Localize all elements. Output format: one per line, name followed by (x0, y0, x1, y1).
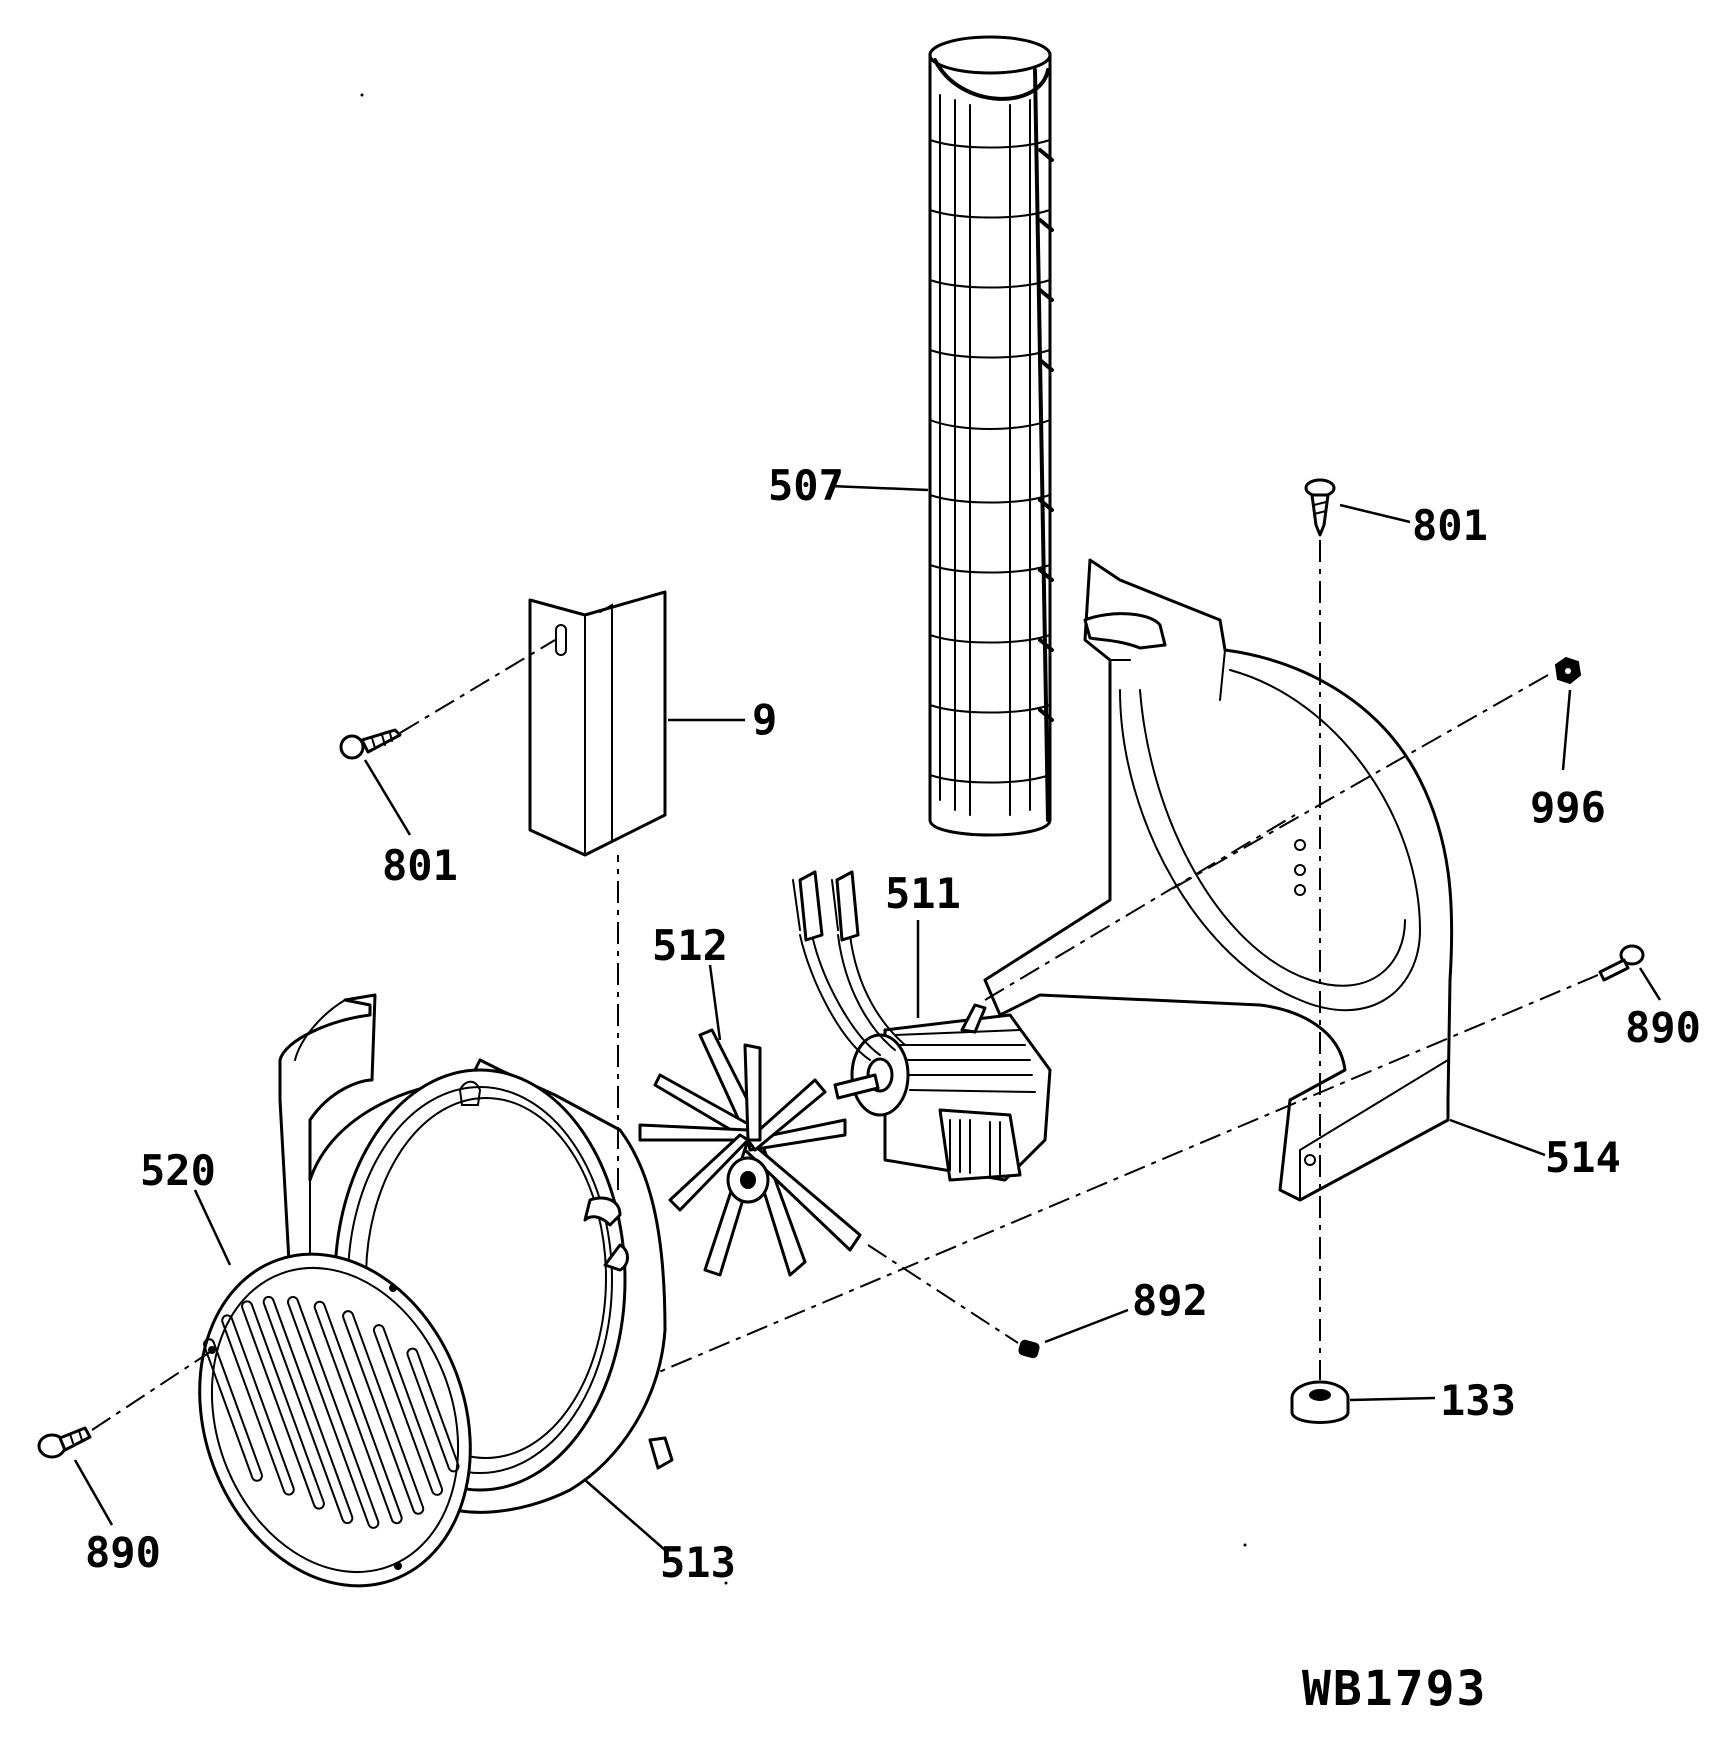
callout-9: 9 (752, 695, 777, 744)
screw-801-top (1304, 478, 1336, 537)
callout-507: 507 (768, 461, 844, 510)
setscrew-892 (1018, 1339, 1040, 1359)
callout-801-top: 801 (1412, 501, 1488, 550)
callout-801-left: 801 (382, 841, 458, 890)
callout-133: 133 (1440, 1376, 1516, 1425)
bracket-514 (983, 558, 1454, 1202)
screw-890-left (37, 1426, 92, 1459)
motor-lead-wires (792, 870, 906, 1061)
leader-507 (829, 484, 929, 492)
callout-511: 511 (885, 869, 961, 918)
blower-wheel-507 (928, 35, 1054, 837)
fan-blade-512 (638, 1028, 862, 1277)
callout-514: 514 (1545, 1133, 1621, 1182)
callout-513: 513 (660, 1538, 736, 1587)
nut-996 (1554, 656, 1582, 685)
callout-890-left: 890 (85, 1528, 161, 1577)
screw-801-left (339, 728, 402, 760)
callout-520: 520 (140, 1146, 216, 1195)
callout-996: 996 (1530, 783, 1606, 832)
drawing-code: WB1793 (1302, 1661, 1487, 1717)
screw-890-right (1598, 944, 1645, 982)
callout-512: 512 (652, 921, 728, 970)
callout-892: 892 (1132, 1276, 1208, 1325)
callout-890-right: 890 (1625, 1003, 1701, 1052)
air-guide-9 (528, 590, 667, 857)
motor-511 (833, 1003, 1052, 1182)
grommet-133 (1290, 1380, 1350, 1424)
grille-520 (198, 1252, 472, 1588)
